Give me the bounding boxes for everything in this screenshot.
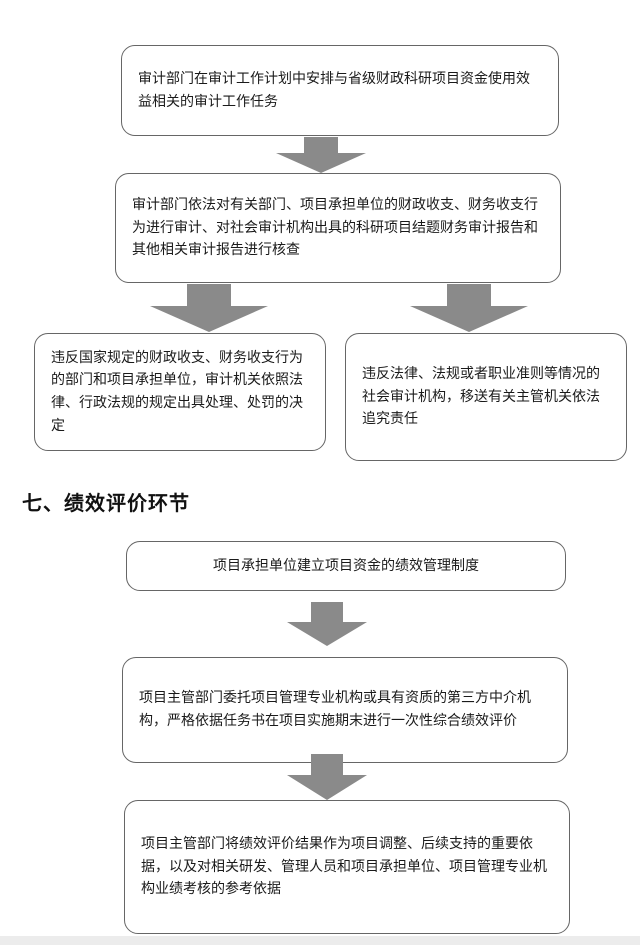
page-bottom-divider [0,936,640,945]
audit-step-1-text: 审计部门在审计工作计划中安排与省级财政科研项目资金使用效益相关的审计工作任务 [138,70,530,110]
performance-step-1-text: 项目承担单位建立项目资金的绩效管理制度 [213,557,479,574]
performance-step-3-text: 项目主管部门将绩效评价结果作为项目调整、后续支持的重要依据，以及对相关研发、管理… [141,835,547,898]
down-arrow-icon [276,137,366,173]
down-arrow-icon [287,754,367,800]
section-heading: 七、绩效评价环节 [22,491,190,515]
down-arrow-right-icon [410,284,528,332]
audit-step-2-box: 审计部门依法对有关部门、项目承担单位的财政收支、财务收支行为进行审计、对社会审计… [115,173,561,283]
performance-step-3-box: 项目主管部门将绩效评价结果作为项目调整、后续支持的重要依据，以及对相关研发、管理… [124,800,570,934]
audit-step-1-box: 审计部门在审计工作计划中安排与省级财政科研项目资金使用效益相关的审计工作任务 [121,45,559,136]
performance-step-2-text: 项目主管部门委托项目管理专业机构或具有资质的第三方中介机构，严格依据任务书在项目… [139,690,531,729]
audit-branch-right-box: 违反法律、法规或者职业准则等情况的社会审计机构，移送有关主管机关依法追究责任 [345,333,627,461]
down-arrow-icon [287,602,367,646]
audit-step-2-text: 审计部门依法对有关部门、项目承担单位的财政收支、财务收支行为进行审计、对社会审计… [132,196,538,259]
audit-branch-left-text: 违反国家规定的财政收支、财务收支行为的部门和项目承担单位，审计机关依照法律、行政… [51,349,303,434]
audit-branch-right-text: 违反法律、法规或者职业准则等情况的社会审计机构，移送有关主管机关依法追究责任 [362,365,600,428]
performance-step-2-box: 项目主管部门委托项目管理专业机构或具有资质的第三方中介机构，严格依据任务书在项目… [122,657,568,763]
down-arrow-left-icon [150,284,268,332]
performance-step-1-box: 项目承担单位建立项目资金的绩效管理制度 [126,541,566,591]
audit-branch-left-box: 违反国家规定的财政收支、财务收支行为的部门和项目承担单位，审计机关依照法律、行政… [34,333,326,451]
